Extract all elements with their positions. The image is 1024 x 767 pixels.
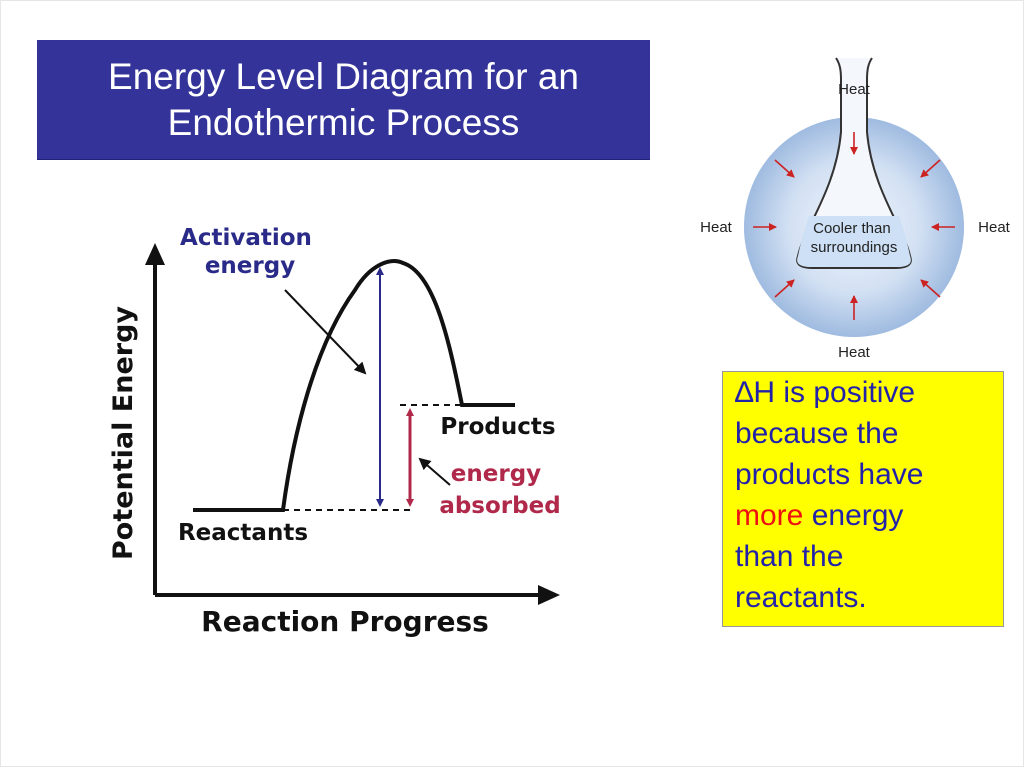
- x-axis-arrowhead: [538, 585, 560, 605]
- explanation-box: ∆H is positive because the products have…: [722, 371, 1004, 627]
- flask-heat-diagram: Heat Heat Heat Heat Cooler than surround…: [690, 50, 1020, 370]
- energy-level-diagram: Activation energy Products energy absorb…: [100, 205, 570, 645]
- heat-label-left: Heat: [700, 219, 733, 236]
- note-line-5: than the: [735, 536, 1003, 577]
- y-axis-arrowhead: [145, 243, 165, 265]
- absorbed-label-line-2: absorbed: [439, 493, 560, 519]
- absorbed-label: energy absorbed: [439, 461, 560, 519]
- note-highlight-more: more: [735, 499, 803, 532]
- note-line-2: because the: [735, 413, 1003, 454]
- slide-title: Energy Level Diagram for an Endothermic …: [37, 40, 650, 160]
- y-axis-label: Potential Energy: [108, 306, 139, 560]
- activation-label: Activation energy: [180, 225, 320, 279]
- activation-pointer: [285, 290, 365, 373]
- heat-label-right: Heat: [978, 219, 1011, 236]
- reactants-label: Reactants: [178, 520, 308, 546]
- activation-label-line-2: energy: [205, 253, 295, 279]
- products-label: Products: [440, 414, 555, 440]
- flask-text-line-1: Cooler than: [813, 220, 891, 237]
- heat-label-bottom: Heat: [838, 344, 871, 361]
- x-axis-label: Reaction Progress: [201, 605, 489, 638]
- note-line-1: ∆H is positive: [735, 372, 1003, 413]
- title-line-2: Endothermic Process: [168, 100, 520, 146]
- absorbed-pointer: [420, 459, 450, 485]
- note-line-6: reactants.: [735, 577, 1003, 618]
- title-line-1: Energy Level Diagram for an: [108, 54, 579, 100]
- note-line-4-rest: energy: [803, 499, 903, 532]
- flask-text-line-2: surroundings: [811, 239, 898, 256]
- note-line-3: products have: [735, 454, 1003, 495]
- absorbed-label-line-1: energy: [451, 461, 541, 487]
- heat-label-top: Heat: [838, 81, 871, 98]
- note-line-4: more energy: [735, 495, 1003, 536]
- activation-label-line-1: Activation: [180, 225, 312, 251]
